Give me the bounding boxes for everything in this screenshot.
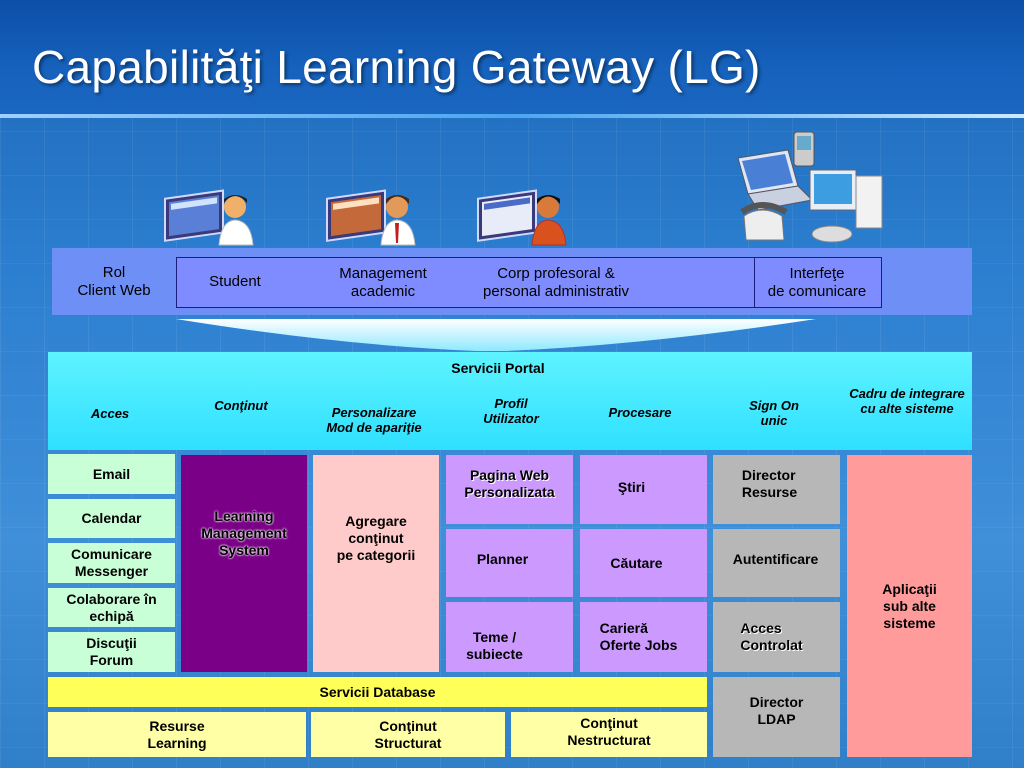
funnel-arrow	[176, 319, 816, 351]
lms-box: Learning Management System	[181, 455, 307, 672]
sign-item-acces-controlat: Acces Controlat	[713, 602, 840, 672]
procesare-item-stiri: Ştiri	[580, 455, 707, 524]
portal-personalizare: Personalizare Mod de apariţie	[326, 405, 422, 435]
role-corp: Corp profesoral & personal administrativ	[483, 265, 629, 300]
portal-cadru: Cadru de integrare cu alte sisteme	[849, 386, 965, 416]
portal-sign-on: Sign On unic	[749, 398, 799, 428]
profil-item-teme: Teme / subiecte	[446, 602, 573, 672]
monitor-person-icon	[477, 189, 567, 246]
database-item-nestructurat: Conţinut Nestructurat	[511, 712, 707, 757]
procesare-item-cariera: Carieră Oferte Jobs	[580, 602, 707, 672]
procesare-item-cautare: Căutare	[580, 529, 707, 597]
roles-box	[176, 257, 882, 308]
role-student: Student	[209, 273, 261, 290]
acces-item-forum: Discuţii Forum	[48, 632, 175, 672]
acces-item-email: Email	[48, 454, 175, 494]
portal-procesare: Procesare	[608, 404, 672, 420]
title-bar	[0, 0, 1024, 118]
role-interfete: Interfeţe de comunicare	[767, 265, 867, 300]
rol-client-label: Rol Client Web	[77, 264, 151, 299]
profil-item-planner: Planner	[446, 529, 573, 597]
database-item-structurat: Conţinut Structurat	[311, 712, 505, 757]
sign-item-autentificare: Autentificare	[713, 529, 840, 597]
role-management: Management academic	[339, 265, 427, 300]
agregare-box: Agregare conţinut pe categorii	[313, 455, 439, 672]
servicii-portal-panel	[48, 352, 972, 450]
slide-title: Capabilităţi Learning Gateway (LG)	[32, 41, 761, 93]
portal-title: Servicii Portal	[451, 359, 545, 376]
acces-item-colaborare: Colaborare în echipă	[48, 588, 175, 627]
database-item-resurse: Resurse Learning	[48, 712, 306, 757]
portal-profil: Profil Utilizator	[483, 396, 539, 426]
acces-item-messenger: Comunicare Messenger	[48, 543, 175, 583]
portal-continut: Conţinut	[214, 397, 268, 413]
sign-item-director-ldap: Director LDAP	[713, 677, 840, 757]
communication-devices-icon	[737, 131, 883, 243]
sign-item-director-resurse: Director Resurse	[713, 455, 840, 524]
profil-item-pagina-web: Pagina Web Personalizata	[446, 455, 573, 524]
monitor-person-icon	[326, 189, 416, 246]
aplicatii-box: Aplicaţii sub alte sisteme	[847, 455, 972, 757]
portal-acces: Acces	[90, 405, 130, 421]
servicii-database-bar: Servicii Database	[48, 677, 707, 707]
acces-item-calendar: Calendar	[48, 499, 175, 538]
monitor-person-icon	[164, 189, 254, 246]
